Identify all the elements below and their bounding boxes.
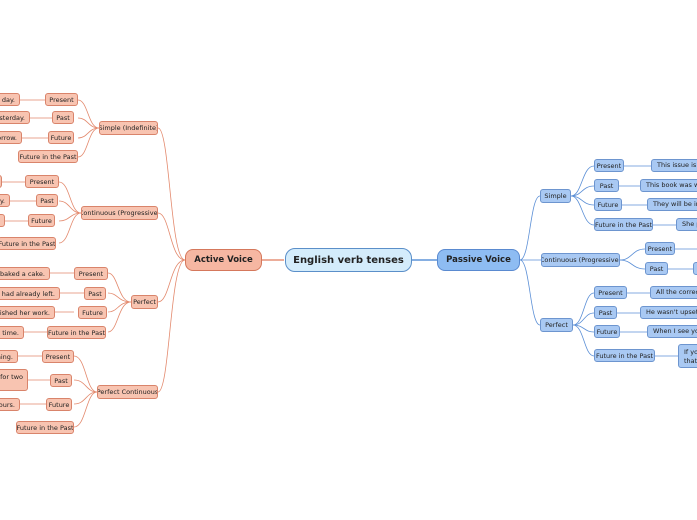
active-perfect-future[interactable]: Future (78, 306, 107, 319)
passive-simple-past-example[interactable]: This book was writ (640, 179, 697, 192)
passive-perfect-fitp[interactable]: Future in the Past (594, 349, 655, 362)
active-simple-past-example[interactable]: esterday. (0, 111, 30, 124)
active-perfcont-future-example[interactable]: nours. (0, 398, 20, 411)
active-perfect-past-example[interactable]: she had already left. (0, 287, 60, 300)
passive-perfect-future-example[interactable]: When I see you (647, 325, 697, 338)
active-continuous-future-example[interactable] (0, 214, 5, 227)
passive-voice-node[interactable]: Passive Voice (437, 249, 520, 271)
active-perfect-fitp[interactable]: Future in the Past (47, 326, 106, 339)
active-continuous-fitp[interactable]: Future in the Past (0, 237, 56, 250)
active-continuous-past-example[interactable]: y. (0, 194, 10, 207)
central-topic[interactable]: English verb tenses (285, 248, 412, 272)
active-perfcont-fitp[interactable]: Future in the Past (16, 421, 74, 434)
active-simple-future[interactable]: Future (48, 131, 74, 144)
active-voice-node[interactable]: Active Voice (185, 249, 262, 271)
active-perfect-present[interactable]: Present (74, 267, 108, 280)
passive-continuous-past[interactable]: Past (645, 262, 668, 275)
active-simple-present-example[interactable]: y day. (0, 93, 20, 106)
active-simple-node[interactable]: Simple (Indefinite) (99, 121, 158, 135)
active-perfcont-past[interactable]: Past (50, 374, 72, 387)
passive-simple-present-example[interactable]: This issue is dis (651, 159, 697, 172)
passive-simple-node[interactable]: Simple (540, 189, 571, 203)
active-perfect-fitp-example[interactable]: t time. (0, 326, 24, 339)
passive-perfect-future[interactable]: Future (594, 325, 620, 338)
active-simple-fitp[interactable]: Future in the Past (18, 150, 78, 163)
passive-simple-fitp-example[interactable]: She p (676, 218, 697, 231)
active-perfcont-present[interactable]: Present (42, 350, 74, 363)
passive-simple-past[interactable]: Past (594, 179, 619, 192)
active-simple-future-example[interactable]: orrow. (0, 131, 22, 144)
passive-simple-future-example[interactable]: They will be invit (647, 198, 697, 211)
active-perfect-continuous-node[interactable]: Perfect Continuous (97, 385, 158, 399)
active-perfect-present-example[interactable]: ve baked a cake. (0, 267, 50, 280)
active-continuous-present[interactable]: Present (25, 175, 59, 188)
passive-perfect-fitp-example[interactable]: If you that (678, 344, 697, 368)
passive-continuous-present[interactable]: Present (645, 242, 675, 255)
active-perfect-node[interactable]: Perfect (131, 295, 158, 309)
passive-simple-fitp[interactable]: Future in the Past (594, 218, 653, 231)
active-perfect-past[interactable]: Past (84, 287, 106, 300)
active-perfcont-future[interactable]: Future (46, 398, 72, 411)
active-continuous-present-example[interactable] (0, 175, 2, 188)
active-continuous-future[interactable]: Future (28, 214, 55, 227)
active-perfcont-present-example[interactable]: ning. (0, 350, 18, 363)
passive-perfect-node[interactable]: Perfect (540, 318, 573, 332)
passive-continuous-node[interactable]: Continuous (Progressive) (541, 253, 620, 267)
active-continuous-past[interactable]: Past (36, 194, 58, 207)
passive-perfect-past-example[interactable]: He wasn't upset a (640, 306, 697, 319)
passive-perfect-present[interactable]: Present (594, 286, 627, 299)
passive-simple-present[interactable]: Present (594, 159, 624, 172)
passive-perfect-present-example[interactable]: All the correcti (650, 286, 697, 299)
passive-perfect-past[interactable]: Past (594, 306, 617, 319)
active-simple-present[interactable]: Present (45, 93, 78, 106)
passive-simple-future[interactable]: Future (594, 198, 622, 211)
passive-continuous-past-example[interactable] (693, 262, 697, 275)
active-perfcont-past-example[interactable]: d for two (0, 369, 28, 391)
active-perfect-future-example[interactable]: finished her work. (0, 306, 55, 319)
active-simple-past[interactable]: Past (52, 111, 74, 124)
active-continuous-node[interactable]: Continuous (Progressive) (81, 206, 158, 220)
